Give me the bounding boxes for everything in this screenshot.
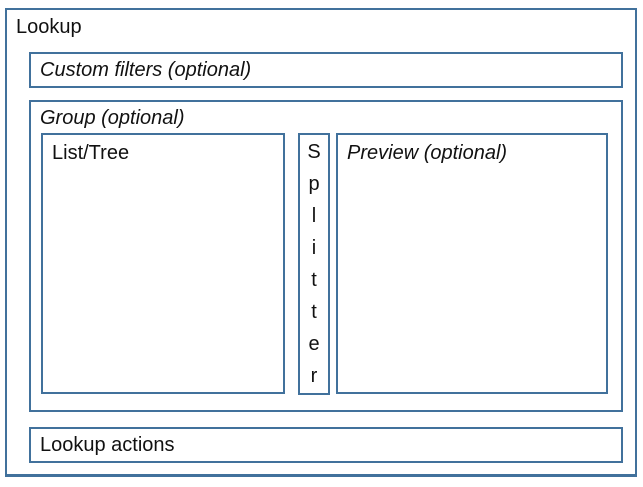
lookup-actions-label: Lookup actions (40, 434, 175, 456)
preview-pane: Preview (optional) (336, 133, 608, 394)
custom-filters-box: Custom filters (optional) (29, 52, 623, 88)
list-tree-label: List/Tree (52, 142, 130, 164)
group-label: Group (optional) (40, 107, 185, 129)
lookup-actions-box: Lookup actions (29, 427, 623, 463)
lookup-container-box: Lookup Custom filters (optional) Group (… (5, 8, 637, 477)
lookup-title: Lookup (16, 16, 82, 38)
list-tree-pane: List/Tree (41, 133, 285, 394)
custom-filters-label: Custom filters (optional) (40, 59, 252, 81)
preview-label: Preview (optional) (347, 142, 508, 164)
